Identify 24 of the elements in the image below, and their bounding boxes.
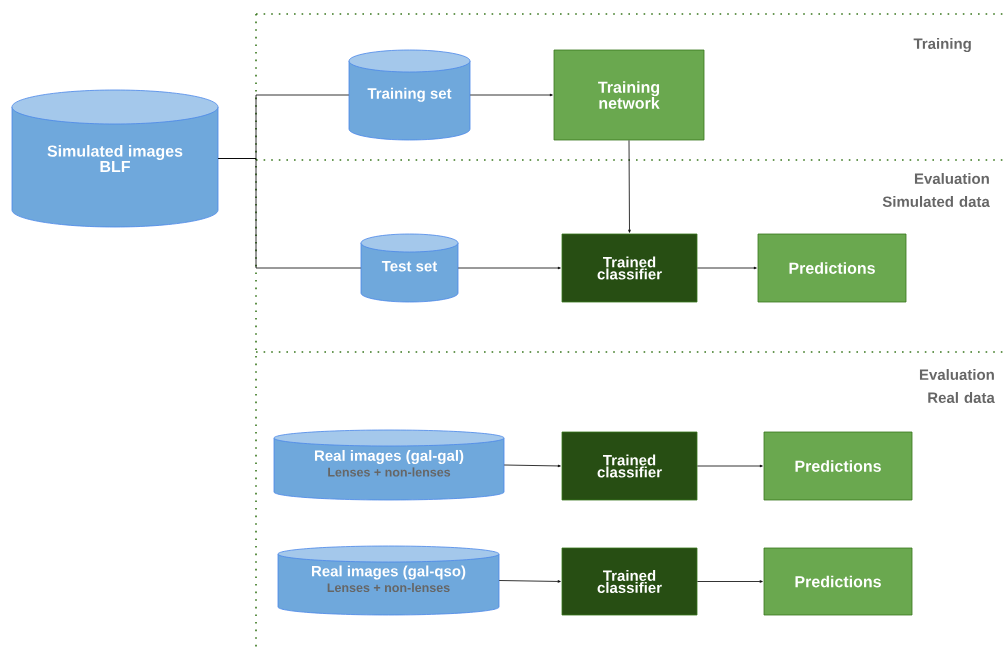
database-cylinder: Real images (gal-qso) Lenses + non-lenses	[277, 545, 500, 616]
process-box: Predictions	[763, 431, 913, 501]
process-box: Training network	[553, 49, 705, 141]
connector	[217, 158, 362, 269]
process-box: Predictions	[763, 547, 913, 616]
connector	[457, 266, 561, 270]
process-box: Predictions	[757, 233, 907, 303]
connector	[697, 464, 763, 468]
database-cylinder: Simulated images BLF	[11, 89, 219, 228]
connector	[498, 580, 561, 583]
connector	[697, 580, 763, 583]
classifier-box: Trained classifier	[561, 547, 698, 616]
section-label: Evaluation Real data	[919, 369, 995, 403]
connector	[697, 266, 757, 270]
section-label: Evaluation Simulated data	[882, 173, 990, 207]
section-label: Training	[913, 38, 971, 53]
database-cylinder: Real images (gal-gal) Lenses + non-lenses	[273, 429, 505, 501]
connector	[503, 464, 561, 468]
database-cylinder: Training set	[348, 49, 471, 141]
database-cylinder: Test set	[360, 233, 459, 303]
connector	[628, 140, 631, 233]
classifier-box: Trained classifier	[561, 233, 698, 303]
classifier-box: Trained classifier	[561, 431, 698, 501]
connector	[469, 93, 553, 97]
